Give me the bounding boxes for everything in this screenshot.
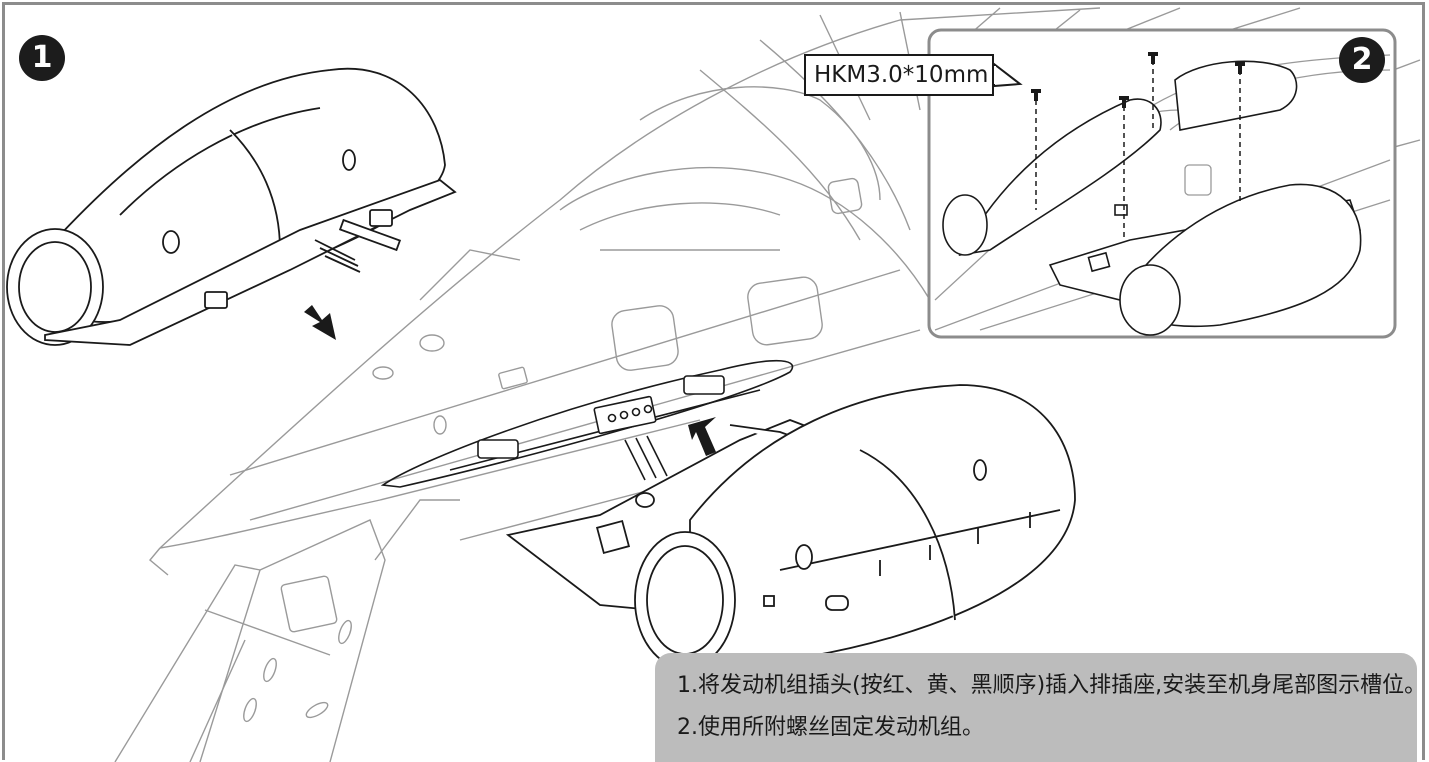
engine-pod-right [505,384,1076,669]
screw-size-callout: HKM3.0*10mm [804,54,994,96]
engine-bay-slot [380,359,794,488]
step-2-badge: 2 [1339,37,1385,83]
engine-pod-left [6,67,457,346]
step-1-badge: 1 [19,35,65,81]
screw-icon [1031,52,1245,108]
instruction-panel: 1.将发动机组插头(按红、黄、黑顺序)插入排插座,安装至机身尾部图示槽位。 2.… [655,653,1427,762]
inset-detail-panel [927,28,1397,339]
arrow-up-icon [688,417,716,456]
instruction-line-2: 2.使用所附螺丝固定发动机组。 [677,715,984,740]
fuselage-outline [114,7,1421,762]
instruction-line-1: 1.将发动机组插头(按红、黄、黑顺序)插入排插座,安装至机身尾部图示槽位。 [677,673,1427,698]
arrow-down-icon [304,305,336,340]
